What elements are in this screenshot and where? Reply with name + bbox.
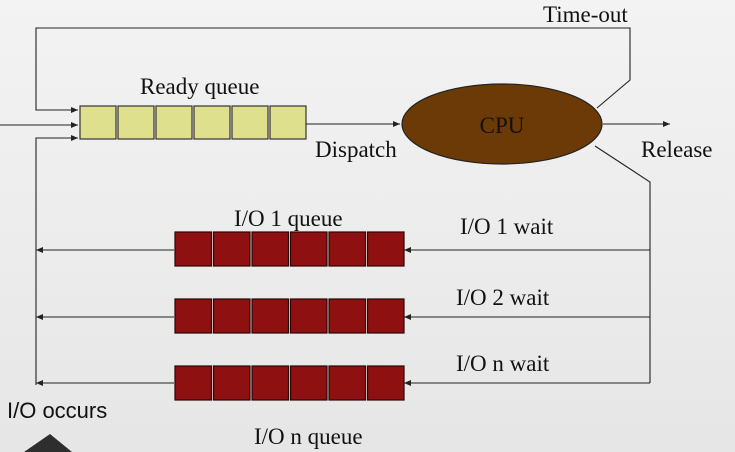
io2-queue-slot — [289, 298, 328, 334]
io2-wait-label: I/O 2 wait — [456, 285, 550, 310]
ready-queue-label: Ready queue — [140, 74, 259, 99]
ready-queue-slot — [193, 105, 231, 140]
ion-queue-slot — [328, 365, 367, 401]
io2-queue-slot — [366, 298, 405, 334]
dispatch-label: Dispatch — [315, 137, 397, 162]
ion-queue-slot — [289, 365, 328, 401]
timeout-loop-line — [35, 27, 631, 113]
time-out-label: Time-out — [543, 2, 628, 27]
ion-queue-slot — [212, 365, 251, 401]
cpu-oval — [401, 83, 603, 165]
io1-wait-label: I/O 1 wait — [460, 214, 554, 239]
ion-queue — [174, 365, 405, 401]
io1-queue-slot — [366, 231, 405, 267]
ready-queue — [79, 105, 307, 140]
io2-queue-slot — [212, 298, 251, 334]
io2-queue-slot — [251, 298, 290, 334]
io1-queue-slot — [174, 231, 213, 267]
ion-wait-label: I/O n wait — [456, 351, 550, 376]
io2-queue-slot — [174, 298, 213, 334]
ready-queue-slot — [269, 105, 307, 140]
io2-queue — [174, 298, 405, 334]
io-wait-line — [594, 145, 651, 383]
io-occurs-label: I/O occurs — [7, 398, 107, 423]
ready-queue-slot — [231, 105, 269, 140]
ion-queue-slot — [366, 365, 405, 401]
io1-queue-label: I/O 1 queue — [234, 206, 343, 231]
ion-queue-slot — [251, 365, 290, 401]
io1-queue — [174, 231, 405, 267]
io-return-line — [35, 135, 78, 385]
ready-queue-slot — [117, 105, 155, 140]
io1-queue-slot — [212, 231, 251, 267]
release-label: Release — [641, 137, 713, 162]
io1-queue-slot — [289, 231, 328, 267]
cpu-label: CPU — [480, 113, 525, 138]
ion-queue-slot — [174, 365, 213, 401]
io1-queue-slot — [251, 231, 290, 267]
ion-queue-label: I/O n queue — [254, 424, 363, 449]
io1-queue-slot — [328, 231, 367, 267]
corner-decoration — [24, 434, 72, 452]
ready-queue-slot — [155, 105, 193, 140]
io2-queue-slot — [328, 298, 367, 334]
ready-queue-slot — [79, 105, 117, 140]
